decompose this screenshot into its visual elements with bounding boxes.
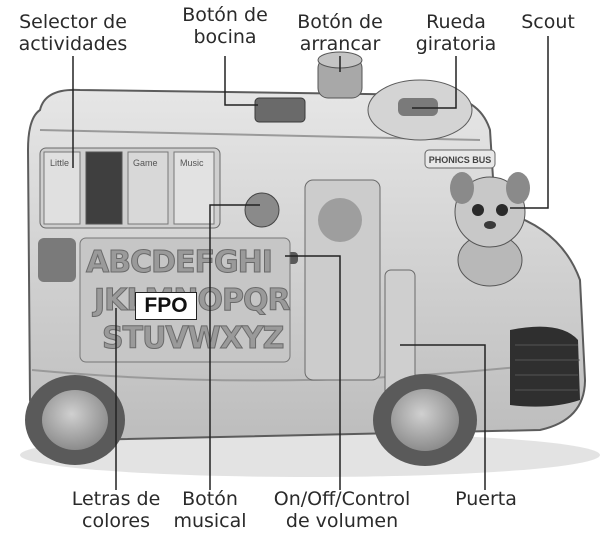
label-activity-selector-line1: Selector de xyxy=(19,11,127,33)
label-door: Puerta xyxy=(446,488,526,510)
label-colored-letters-line2: colores xyxy=(82,510,150,532)
bus-sign xyxy=(424,149,496,169)
leader-power xyxy=(285,255,341,490)
panel-label-little: Little xyxy=(50,158,69,168)
spin-wheel-roller xyxy=(398,98,438,116)
label-power-volume: On/Off/Control de volumen xyxy=(258,488,426,532)
label-spin-wheel: Rueda giratoria xyxy=(406,11,506,55)
label-start-button: Botón de arrancar xyxy=(283,11,397,55)
label-horn-button-line2: bocina xyxy=(193,26,257,48)
label-horn-button: Botón de bocina xyxy=(168,4,282,48)
panel-label-music: Music xyxy=(180,158,204,168)
label-music-button-line1: Botón xyxy=(182,488,238,510)
front-grille xyxy=(510,326,580,407)
letter-rows: ABCDEFGHIJKLMNOPQRSTUVWXYZ xyxy=(86,245,292,357)
panel-label-game: Game xyxy=(133,158,158,168)
leader-wheel xyxy=(412,56,457,109)
panel-game xyxy=(127,151,169,225)
fpo-placeholder: FPO xyxy=(135,292,197,320)
scout-figure xyxy=(450,172,530,287)
label-start-button-line1: Botón de xyxy=(297,11,383,33)
label-power-volume-line1: On/Off/Control xyxy=(273,488,411,510)
label-colored-letters: Letras de colores xyxy=(52,488,180,532)
rear-wheel xyxy=(25,375,125,465)
label-music-button-line2: musical xyxy=(173,510,247,532)
label-door-line1: Puerta xyxy=(455,488,517,510)
label-scout-line1: Scout xyxy=(521,11,575,33)
letter-row-3: STUVWXYZ xyxy=(102,321,284,356)
label-start-button-line2: arrancar xyxy=(299,33,381,55)
panel-character-head xyxy=(318,198,362,242)
label-scout: Scout xyxy=(512,11,584,33)
label-colored-letters-line1: Letras de xyxy=(71,488,161,510)
panel-music xyxy=(173,151,215,225)
letter-row-1: ABCDEFGHI xyxy=(86,245,272,280)
label-power-volume-line2: de volumen xyxy=(285,510,399,532)
horn-button-shape[interactable] xyxy=(254,97,306,123)
label-activity-selector: Selector de actividades xyxy=(2,11,144,55)
label-spin-wheel-line1: Rueda xyxy=(426,11,486,33)
bus-sign-text: PHONICS BUS xyxy=(429,155,492,165)
leader-lines xyxy=(72,36,549,490)
leader-horn xyxy=(224,56,258,106)
label-horn-button-line1: Botón de xyxy=(182,4,268,26)
leader-music xyxy=(209,204,260,490)
front-wheel xyxy=(373,374,477,466)
panel-dark xyxy=(85,151,123,225)
leader-scout xyxy=(510,36,549,209)
label-spin-wheel-line2: giratoria xyxy=(415,33,497,55)
label-activity-selector-line2: actividades xyxy=(18,33,128,55)
music-button-shape[interactable] xyxy=(244,192,280,228)
panel-little xyxy=(43,151,81,225)
brand-badge xyxy=(38,238,76,282)
skirt-line xyxy=(31,359,581,382)
leader-door xyxy=(400,344,486,490)
activity-panels xyxy=(39,147,221,229)
label-music-button: Botón musical xyxy=(167,488,253,532)
